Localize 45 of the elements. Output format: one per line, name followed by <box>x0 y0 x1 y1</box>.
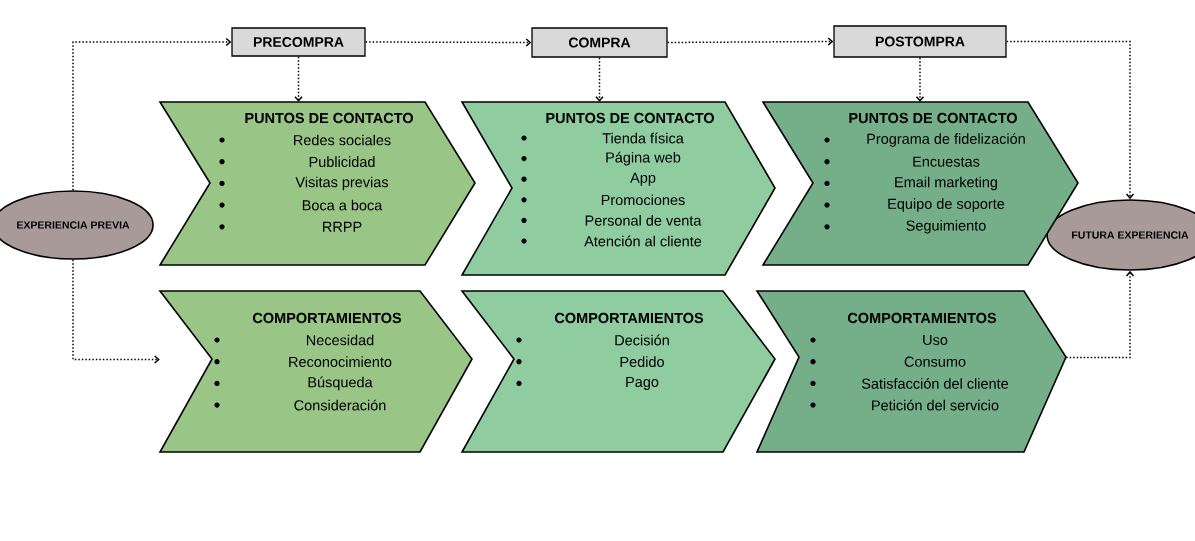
bullet-item: Página web <box>521 151 681 166</box>
bullet-item: Satisfacción del cliente <box>810 378 1009 389</box>
arrow <box>72 259 160 364</box>
arrow <box>915 56 925 102</box>
bullet-item: Tienda física <box>521 132 684 144</box>
arrow <box>595 56 604 102</box>
heading: PUNTOS DE CONTACTO <box>849 112 1017 124</box>
arrow <box>72 37 232 191</box>
bullet-item: RRPP <box>219 221 362 232</box>
bullet-item: Programa de fidelización <box>824 133 1025 147</box>
bullet-item: Necesidad <box>214 334 374 346</box>
heading: COMPORTAMIENTOS <box>554 312 704 324</box>
bullet-item: Publicidad <box>219 156 375 167</box>
bullet-item: Boca a boca <box>219 199 383 211</box>
bullet-item: Consumo <box>810 356 966 367</box>
bullet-item: Atención al cliente <box>521 235 702 247</box>
bullet-item: Promociones <box>521 194 685 206</box>
bullet-item: Personal de venta <box>521 215 702 226</box>
bullet-item: Búsqueda <box>214 376 373 391</box>
stage-box: COMPRA <box>531 27 668 58</box>
heading: COMPORTAMIENTOS <box>847 312 997 324</box>
bullet-item: Email marketing <box>824 176 997 191</box>
stage-box: PRECOMPRA <box>231 27 366 57</box>
heading: PUNTOS DE CONTACTO <box>546 112 714 124</box>
bullet-item: Equipo de soporte <box>824 198 1005 212</box>
heading: COMPORTAMIENTOS <box>252 312 402 324</box>
arrow <box>666 37 834 46</box>
heading: PUNTOS DE CONTACTO <box>245 112 413 124</box>
arrow <box>1065 270 1135 359</box>
arrow <box>364 38 532 47</box>
bullet-item: Redes sociales <box>219 134 391 146</box>
bullet-item: Reconocimiento <box>214 356 392 367</box>
bullet-item: Pedido <box>516 356 664 367</box>
bullet-item: Uso <box>810 334 948 346</box>
bullet-item: Decisión <box>516 334 669 346</box>
bullet-item: App <box>521 172 656 186</box>
arrow <box>1005 40 1135 200</box>
bullet-item: Seguimiento <box>824 220 986 234</box>
bullet-item: Encuestas <box>824 156 980 167</box>
stage-box: POSTOMPRA <box>833 25 1007 58</box>
bullet-item: Pago <box>516 376 659 390</box>
arrow <box>294 55 303 102</box>
bullet-item: Petición del servicio <box>810 399 999 411</box>
bullet-item: Visitas previas <box>219 176 389 191</box>
bullet-item: Consideración <box>214 399 386 411</box>
